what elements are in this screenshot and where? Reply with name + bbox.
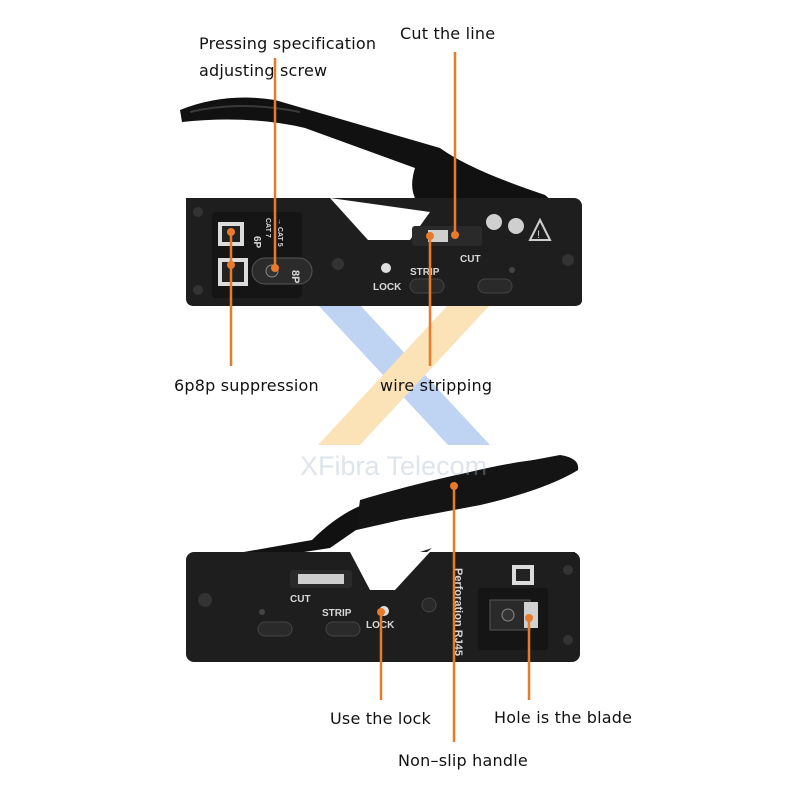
toggle-left xyxy=(257,621,293,637)
dot-hole-blade xyxy=(525,614,533,622)
label-8p: 8P xyxy=(289,270,301,283)
lock-dot xyxy=(381,263,391,273)
rivet xyxy=(193,285,203,295)
bottom-notch xyxy=(350,552,430,590)
callout-non-slip-handle: Non–slip handle xyxy=(398,751,528,770)
glove-icon xyxy=(486,214,502,230)
goggles-icon xyxy=(508,218,524,234)
upper-port-inner xyxy=(516,569,530,581)
callout-adjusting-screw-line-2: adjusting screw xyxy=(199,61,328,80)
warning-mark: ! xyxy=(537,229,540,241)
callout-use-the-lock: Use the lock xyxy=(330,709,432,728)
label-cat5: → CAT 5 xyxy=(276,218,283,247)
callout-lines xyxy=(229,52,531,742)
toggle-right xyxy=(325,621,361,637)
adjust-screw-slot xyxy=(251,257,313,285)
dot-suppression-lower xyxy=(227,261,235,269)
handle-highlight xyxy=(189,105,301,113)
watermark-logo xyxy=(318,305,490,445)
warning-icon xyxy=(528,217,552,241)
safety-icons: ! xyxy=(486,214,552,241)
label-cat7: CAT 7 xyxy=(264,218,271,238)
callout-adjusting-screw-line-1: Pressing specification xyxy=(199,34,377,53)
label-lock: LOCK xyxy=(373,282,402,293)
dot-adjusting-screw xyxy=(271,264,279,272)
label-strip: STRIP xyxy=(410,267,440,278)
cut-toggle xyxy=(477,278,513,294)
small-dot xyxy=(509,267,515,273)
rivet xyxy=(563,565,573,575)
bottom-label-cut: CUT xyxy=(290,594,311,605)
label-6p: 6P xyxy=(251,236,262,249)
callout-wire-stripping: wire stripping xyxy=(380,376,493,395)
cut-blade xyxy=(298,574,344,584)
callout-adjusting-screw: Pressing specification adjusting screw xyxy=(199,30,399,84)
body-top-edge xyxy=(430,552,575,556)
dot-use-lock xyxy=(377,608,385,616)
rivet xyxy=(332,258,344,270)
top-crimp-tool: ! 6P 8P CAT 7 → CAT 5 LOCK STRIP CUT xyxy=(180,97,582,306)
strip-blade xyxy=(428,230,448,242)
small-toggle xyxy=(421,597,437,613)
small-dot xyxy=(259,609,265,615)
dot-wire-stripping xyxy=(426,232,434,240)
callout-hole-is-the-blade: Hole is the blade xyxy=(494,708,633,727)
callout-cut-the-line: Cut the line xyxy=(400,24,496,43)
dot-suppression-upper xyxy=(227,228,235,236)
rivet xyxy=(198,593,212,607)
bottom-label-strip: STRIP xyxy=(322,608,352,619)
watermark-text: XFibra Telecom xyxy=(300,451,488,481)
dot-non-slip-handle xyxy=(450,482,458,490)
top-tool-handle xyxy=(180,97,565,212)
blade-screw xyxy=(501,608,515,622)
label-cut: CUT xyxy=(460,254,481,265)
dot-cut-line xyxy=(451,231,459,239)
strip-toggle xyxy=(409,278,445,294)
port-8p-inner xyxy=(222,262,244,282)
callout-suppression: 6p8p suppression xyxy=(174,376,319,395)
callout-dots xyxy=(227,228,533,622)
bottom-crimp-tool: CUT STRIP LOCK Perforation RJ45 xyxy=(186,455,580,662)
rivet xyxy=(562,254,574,266)
top-notch xyxy=(330,198,430,240)
rivet xyxy=(563,635,573,645)
handle-grip xyxy=(356,455,579,530)
rivet xyxy=(193,207,203,217)
